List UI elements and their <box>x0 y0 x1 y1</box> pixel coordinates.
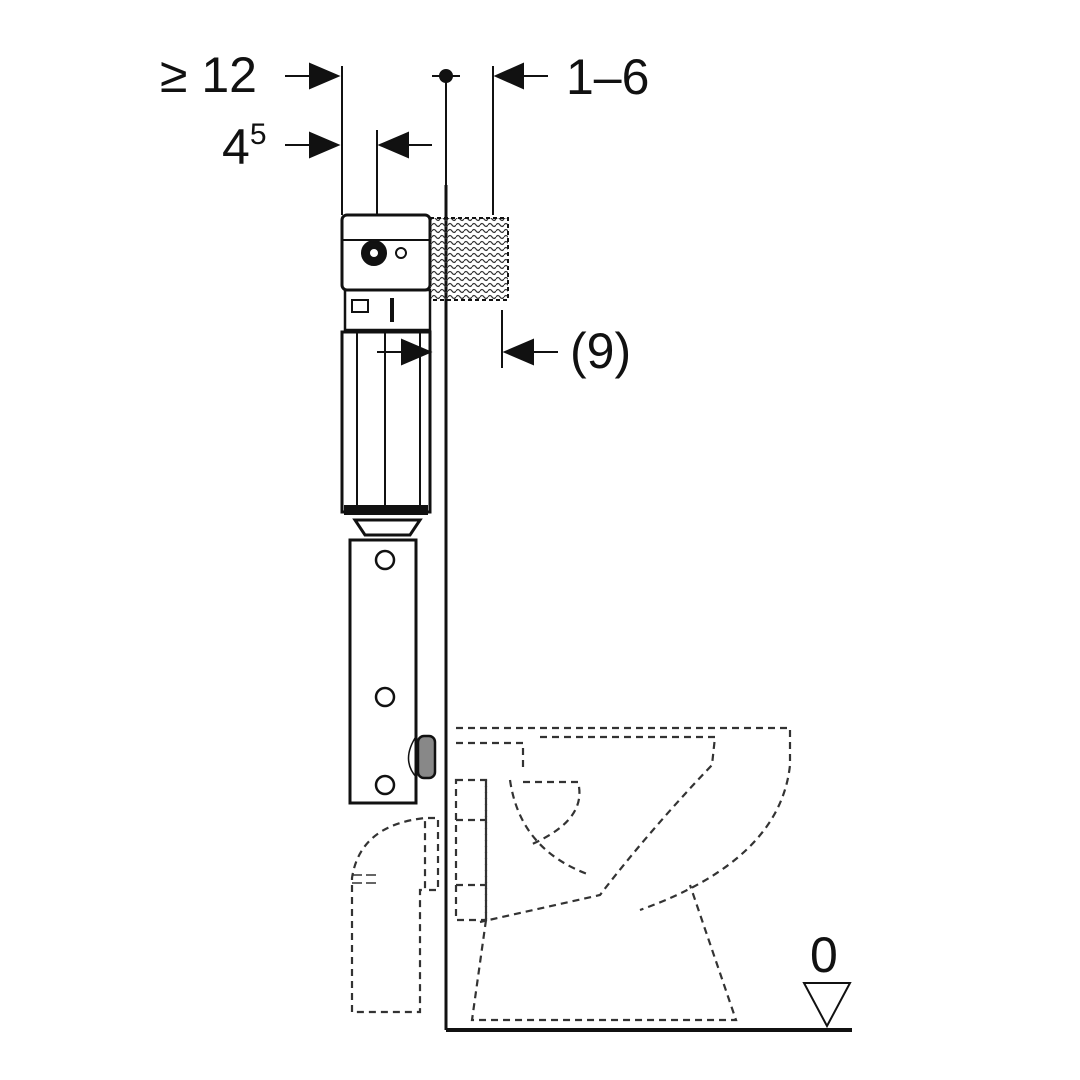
min-depth-value: 12 <box>201 47 257 103</box>
wc-outline-dashed <box>350 726 792 1022</box>
wall-range-label: 1–6 <box>566 49 650 105</box>
optional-dimension-label: (9) <box>570 323 632 379</box>
min-depth-label: ≥ 12 <box>160 50 257 100</box>
offset-base: 4 <box>222 119 250 175</box>
floor-level-label: 0 <box>810 927 838 983</box>
offset-superscript: 5 <box>249 118 267 151</box>
offset-label: 45 <box>222 119 267 175</box>
ge-symbol: ≥ <box>160 47 188 103</box>
